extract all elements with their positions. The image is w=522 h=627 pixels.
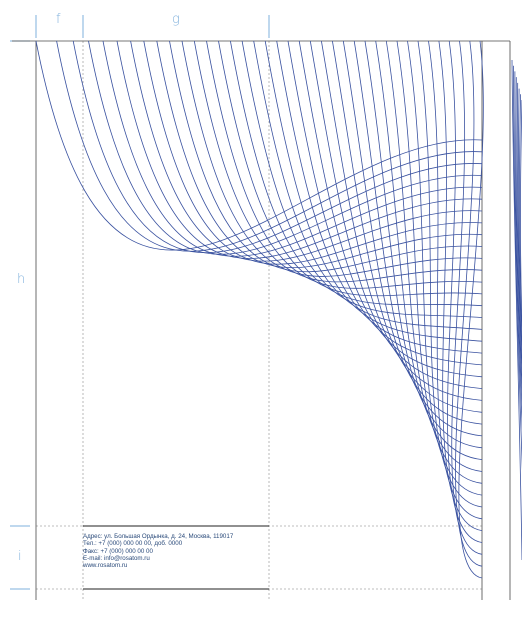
pattern-curve [264, 40, 483, 342]
guide-lines [36, 41, 482, 600]
pattern-curve [458, 40, 484, 579]
next-page-curve [511, 59, 522, 561]
footer-rules [83, 525, 269, 590]
pattern-curve [451, 40, 483, 555]
footer-fax: Факс: +7 (000) 000 00 00 [83, 547, 153, 555]
pattern-curve [438, 40, 483, 531]
pattern-curve [241, 40, 483, 318]
pattern-curve [88, 40, 483, 255]
dimension-label-h: h [17, 272, 26, 287]
pattern-curve [169, 40, 483, 273]
dimension-label-g: g [172, 12, 180, 27]
pattern-curve [428, 40, 483, 520]
pattern-curve [143, 40, 483, 265]
pattern-curve [375, 40, 483, 460]
pattern-curve [102, 40, 483, 257]
pattern-curve [35, 40, 483, 251]
pattern-curve [455, 40, 483, 567]
footer-address: Адрес: ул. Большая Ордынка, д. 24, Москв… [83, 533, 234, 540]
pattern-curve [156, 40, 483, 269]
pattern-curve [130, 40, 483, 262]
page-borders [12, 40, 511, 600]
dimension-ticks [10, 15, 270, 590]
next-page-curve [519, 94, 522, 353]
contact-footer: Адрес: ул. Большая Ордынка, д. 24, Москв… [83, 533, 273, 569]
pattern-curve [396, 40, 483, 484]
pattern-curve [298, 40, 483, 378]
dimension-label-i: i [18, 549, 22, 564]
next-page-curve [513, 65, 522, 470]
dimension-label-f: f [56, 12, 61, 27]
pattern-curve [72, 40, 483, 254]
pattern-curve [253, 40, 483, 330]
footer-email: E-mail: info@rosatom.ru [83, 554, 150, 562]
pattern-curve [287, 40, 483, 366]
pattern-curve [332, 40, 483, 413]
next-page-curve-pattern [511, 59, 522, 561]
next-page-curve [516, 82, 522, 386]
pattern-curve [353, 40, 483, 437]
next-page-curve [514, 71, 522, 430]
next-page-curve [515, 77, 522, 405]
pattern-curve [342, 40, 483, 425]
pattern-curve [364, 40, 483, 449]
footer-phone: Тел.: +7 (000) 000 00 00, доб. 0000 [83, 540, 183, 548]
pattern-curve [309, 40, 483, 389]
pattern-curve [407, 40, 483, 496]
next-page-curve [520, 99, 522, 336]
footer-web: www.rosatom.ru [83, 562, 128, 570]
pattern-curve [417, 40, 483, 508]
pattern-curve [230, 40, 483, 307]
pattern-curve [218, 40, 483, 297]
decorative-curve-pattern [35, 40, 484, 579]
